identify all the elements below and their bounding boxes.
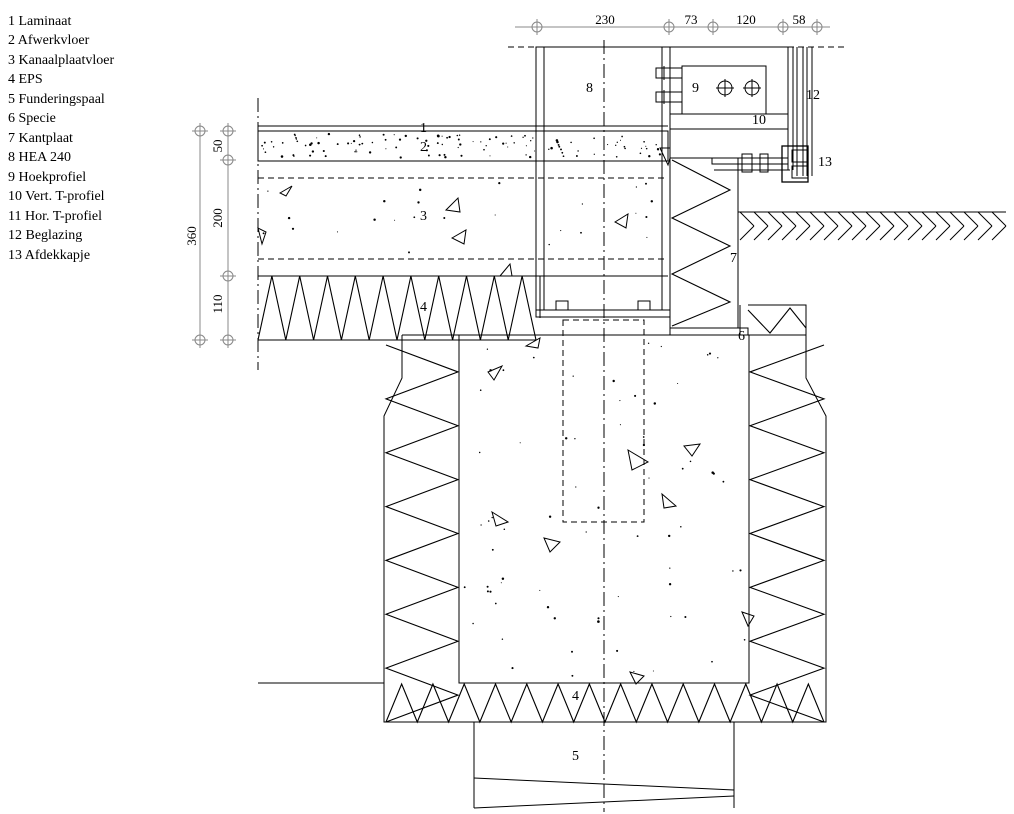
legend-item-4: 4 EPS <box>8 72 43 87</box>
legend-item-1: 1 Laminaat <box>8 14 71 29</box>
top-dimension-line: 230 73 120 58 <box>508 12 845 48</box>
label-9: 9 <box>692 81 699 96</box>
edge-plate-kantplaat: 7 <box>659 147 739 329</box>
dim-left-200: 200 <box>210 208 225 228</box>
dim-top-120: 120 <box>736 12 756 27</box>
left-dimension-line: 360 50 200 110 <box>184 123 236 348</box>
ground <box>738 211 1007 241</box>
dim-left-110: 110 <box>210 294 225 313</box>
label-13: 13 <box>818 155 832 170</box>
hea-240-column: 8 <box>535 46 671 523</box>
foundation-pile: 5 <box>473 722 735 809</box>
label-10: 10 <box>752 113 766 128</box>
legend-item-12: 12 Beglazing <box>8 228 82 243</box>
legend-item-6: 6 Specie <box>8 111 56 126</box>
label-4-upper: 4 <box>420 300 427 315</box>
concrete-texture <box>262 182 746 677</box>
legend-item-8: 8 HEA 240 <box>8 150 71 165</box>
dim-top-73: 73 <box>685 12 698 27</box>
dim-top-58: 58 <box>793 12 806 27</box>
legend-item-3: 3 Kanaalplaatvloer <box>8 53 114 68</box>
dim-top-230: 230 <box>595 12 615 27</box>
foundation-beam: 4 <box>258 304 827 724</box>
label-1: 1 <box>420 121 427 136</box>
corner-profile: 9 10 <box>655 46 789 130</box>
screed-texture <box>261 132 662 159</box>
floor-buildup <box>257 98 669 370</box>
label-4-lower: 4 <box>572 689 579 704</box>
legend-item-11: 11 Hor. T-profiel <box>8 209 102 224</box>
eps-under-floor: 4 <box>257 275 537 341</box>
legend-item-2: 2 Afwerkvloer <box>8 33 90 48</box>
concrete-aggregate-marks <box>257 185 755 685</box>
label-7: 7 <box>730 251 737 266</box>
label-5: 5 <box>572 749 579 764</box>
label-6: 6 <box>738 329 745 344</box>
label-3: 3 <box>420 209 427 224</box>
legend-item-7: 7 Kantplaat <box>8 131 73 146</box>
label-2: 2 <box>420 140 427 155</box>
mortar-specie: 6 <box>669 327 749 344</box>
dim-left-360: 360 <box>184 226 199 246</box>
legend-item-9: 9 Hoekprofiel <box>8 170 86 185</box>
legend-item-5: 5 Funderingspaal <box>8 92 105 107</box>
glazing: 12 <box>787 47 820 176</box>
label-12: 12 <box>806 88 820 103</box>
legend-item-13: 13 Afdekkapje <box>8 248 90 263</box>
legend: 1 Laminaat 2 Afwerkvloer 3 Kanaalplaatvl… <box>8 14 114 263</box>
hor-t-profile: 13 <box>711 145 832 183</box>
dim-left-50: 50 <box>210 140 225 153</box>
legend-item-10: 10 Vert. T-profiel <box>8 189 105 204</box>
label-8: 8 <box>586 81 593 96</box>
